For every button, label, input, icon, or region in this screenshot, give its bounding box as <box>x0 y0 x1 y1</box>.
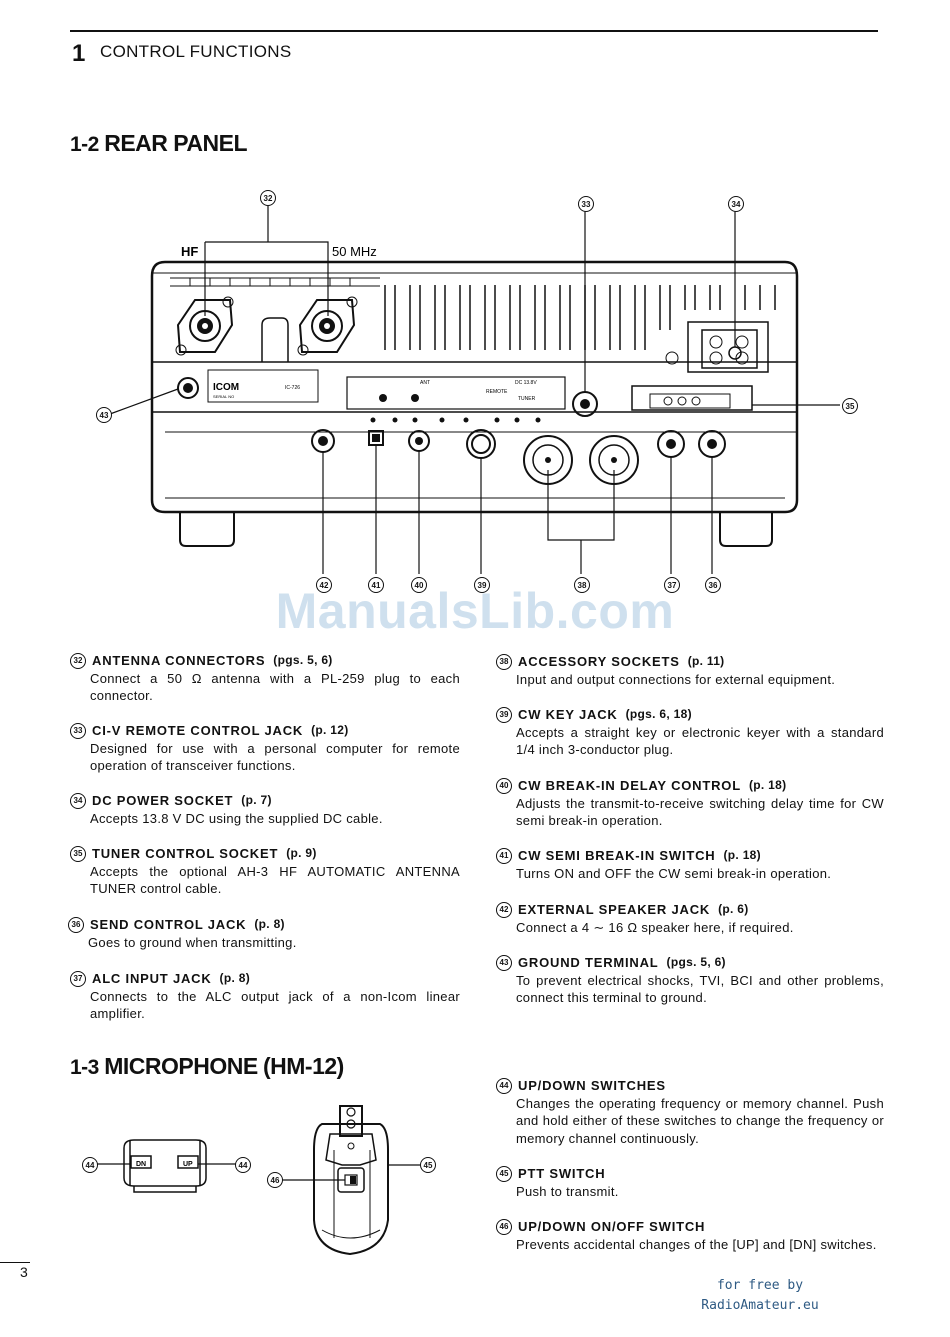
delay-control <box>408 430 430 452</box>
svg-text:DN: DN <box>136 1161 146 1168</box>
chassis-outline <box>150 260 799 514</box>
footer-rule <box>0 1262 30 1263</box>
page-number: 3 <box>20 1264 28 1280</box>
callout-34: 34 <box>728 196 744 212</box>
rear-panel-diagram: HF 50 MHz ICOM IC-726 SERIAL NO ANT DC 1… <box>109 206 840 574</box>
svg-text:UP: UP <box>183 1161 193 1168</box>
watermark: ManualsLib.com <box>275 583 675 639</box>
hf-label: HF <box>181 244 198 259</box>
callout-33: 33 <box>578 196 594 212</box>
svg-text:DC 13.8V: DC 13.8V <box>515 380 537 386</box>
svg-text:IC-726: IC-726 <box>285 385 300 391</box>
microphone-diagram: DN UP <box>96 1105 420 1256</box>
callout-39: 39 <box>474 577 490 593</box>
credit: for free by RadioAmateur.eu <box>680 1276 840 1316</box>
callout-44-right: 44 <box>235 1157 251 1173</box>
left-foot <box>179 512 235 547</box>
alc-jack <box>657 430 685 458</box>
svg-text:ANT: ANT <box>420 380 430 386</box>
callout-44-left: 44 <box>82 1157 98 1173</box>
callout-32: 32 <box>260 190 276 206</box>
chapter-number: 1 <box>72 40 86 67</box>
ext-speaker-jack <box>311 429 335 453</box>
hf-antenna-connector <box>175 296 234 356</box>
svg-text:TUNER: TUNER <box>518 396 536 402</box>
callout-38: 38 <box>574 577 590 593</box>
callout-41: 41 <box>368 577 384 593</box>
heatsink-fins <box>384 285 776 350</box>
svg-text:SERIAL NO: SERIAL NO <box>213 394 234 399</box>
credit-line-2: RadioAmateur.eu <box>701 1298 819 1313</box>
section-title-microphone: 1-3 MICROPHONE (HM-12) <box>70 1053 344 1079</box>
callout-35: 35 <box>842 398 858 414</box>
chapter-title: CONTROL FUNCTIONS <box>100 42 292 61</box>
callout-45: 45 <box>420 1157 436 1173</box>
right-foot <box>719 512 773 547</box>
mic-top-view <box>123 1139 207 1193</box>
section-title-rear-panel: 1-2 REAR PANEL <box>70 130 248 156</box>
credit-line-1: for free by <box>716 1278 804 1293</box>
callout-37: 37 <box>664 577 680 593</box>
50mhz-antenna-connector <box>297 296 358 356</box>
header-rule <box>70 30 878 32</box>
callout-40: 40 <box>411 577 427 593</box>
callout-42: 42 <box>316 577 332 593</box>
callout-36: 36 <box>705 577 721 593</box>
callout-46: 46 <box>267 1172 283 1188</box>
svg-text:REMOTE: REMOTE <box>486 389 508 395</box>
callout-43: 43 <box>96 407 112 423</box>
key-jack <box>466 429 496 459</box>
send-jack <box>698 430 726 458</box>
50mhz-label: 50 MHz <box>332 244 377 259</box>
break-in-switch <box>368 430 384 446</box>
svg-text:ICOM: ICOM <box>213 382 239 393</box>
